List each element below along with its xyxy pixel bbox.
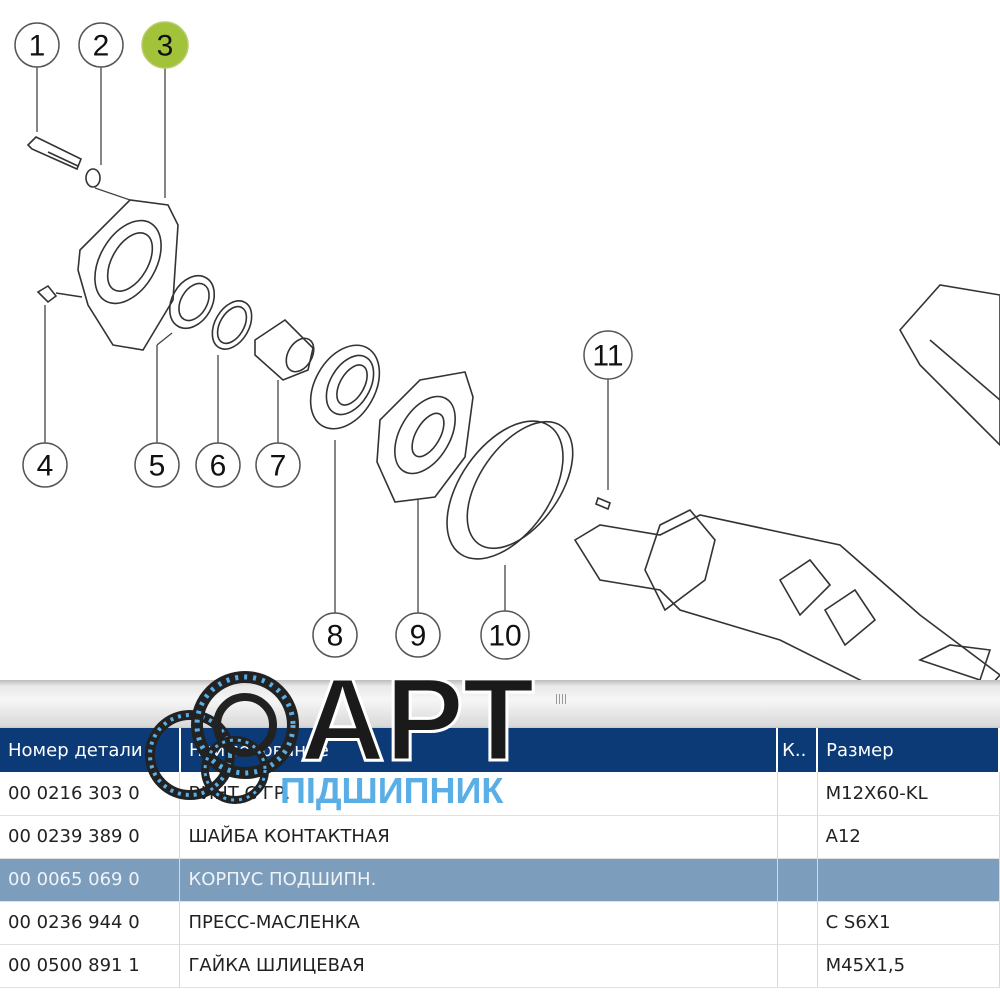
parts-table: Номер детали Наименование К.. Размер 00 … xyxy=(0,728,1000,988)
part-bearing-housing xyxy=(77,199,179,351)
callout-2[interactable]: 2 xyxy=(78,22,124,68)
part-shaft-assembly xyxy=(573,509,1000,680)
callout-11[interactable]: 11 xyxy=(583,330,633,380)
cell-name: ПРЕСС-МАСЛЕНКА xyxy=(179,901,778,945)
cell-size: A12 xyxy=(817,815,1000,859)
part-washer xyxy=(85,168,101,188)
callout-6[interactable]: 6 xyxy=(195,442,241,488)
cell-name: КОРПУС ПОДШИПН. xyxy=(179,858,778,902)
table-row[interactable]: 00 0216 303 0 ВИНТ С ГР. M12X60-KL xyxy=(0,772,1000,816)
table-row[interactable]: 00 0500 891 1 ГАЙКА ШЛИЦЕВАЯ M45X1,5 xyxy=(0,944,1000,988)
part-grease-nipple xyxy=(36,284,83,304)
callout-8[interactable]: 8 xyxy=(312,612,358,658)
callout-4[interactable]: 4 xyxy=(22,442,68,488)
column-header-size[interactable]: Размер xyxy=(817,728,1000,772)
cell-name: ШАЙБА КОНТАКТНАЯ xyxy=(179,815,778,859)
callout-label: 1 xyxy=(29,30,46,63)
cell-size: M45X1,5 xyxy=(817,944,1000,988)
splitter-grip-icon[interactable] xyxy=(556,694,566,704)
cell-part-number: 00 0239 389 0 xyxy=(0,815,181,859)
cell-quantity xyxy=(777,901,818,945)
cell-size: C S6X1 xyxy=(817,901,1000,945)
callout-9[interactable]: 9 xyxy=(395,612,441,658)
cell-part-number: 00 0236 944 0 xyxy=(0,901,181,945)
callout-label: 11 xyxy=(592,340,623,373)
cell-size xyxy=(817,858,1000,902)
table-row[interactable]: 00 0239 389 0 ШАЙБА КОНТАКТНАЯ A12 xyxy=(0,815,1000,859)
callout-10[interactable]: 10 xyxy=(480,610,530,660)
callout-label: 4 xyxy=(37,450,54,483)
callout-label: 6 xyxy=(210,450,227,483)
cell-name: ГАЙКА ШЛИЦЕВАЯ xyxy=(179,944,778,988)
callout-1[interactable]: 1 xyxy=(14,22,60,68)
cell-quantity xyxy=(777,858,818,902)
cell-part-number: 00 0065 069 0 xyxy=(0,858,181,902)
column-header-quantity[interactable]: К.. xyxy=(777,728,819,772)
part-ball-bearing xyxy=(309,344,381,430)
callout-label: 3 xyxy=(157,30,174,63)
part-ring xyxy=(211,300,253,350)
art-pidshypnyk-watermark-logo: АРТ ПІДШИПНИК xyxy=(145,665,536,811)
cell-quantity xyxy=(777,944,818,988)
cell-size: M12X60-KL xyxy=(817,772,1000,816)
cell-part-number: 00 0216 303 0 xyxy=(0,772,181,816)
callout-label: 5 xyxy=(149,450,166,483)
part-auger-blade xyxy=(899,284,1000,447)
callout-3-highlighted[interactable]: 3 xyxy=(141,21,189,69)
cell-quantity xyxy=(777,772,818,816)
exploded-parts-diagram: 1 2 3 4 5 6 7 8 9 10 11 xyxy=(14,21,1000,680)
callout-label: 2 xyxy=(93,30,110,63)
callout-5[interactable]: 5 xyxy=(134,442,180,488)
callout-label: 9 xyxy=(410,620,427,653)
callout-label: 7 xyxy=(270,450,287,483)
part-collar xyxy=(446,420,574,560)
callout-label: 8 xyxy=(327,620,344,653)
part-flange xyxy=(376,371,474,503)
callout-label: 10 xyxy=(488,620,521,653)
cell-name: ВИНТ С ГР. xyxy=(179,772,778,816)
callout-7[interactable]: 7 xyxy=(255,442,301,488)
part-key xyxy=(595,496,611,511)
cell-part-number: 00 0500 891 1 xyxy=(0,944,181,988)
part-bolt xyxy=(26,136,83,171)
part-sleeve xyxy=(254,318,315,381)
table-row-selected[interactable]: 00 0065 069 0 КОРПУС ПОДШИПН. xyxy=(0,858,1000,902)
table-row[interactable]: 00 0236 944 0 ПРЕСС-МАСЛЕНКА C S6X1 xyxy=(0,901,1000,945)
part-seal xyxy=(168,274,216,330)
bearing-rings-icon xyxy=(145,671,299,804)
cell-quantity xyxy=(777,815,818,859)
logo-title: АРТ xyxy=(300,665,534,786)
logo-subtitle: ПІДШИПНИК xyxy=(280,770,504,811)
leader-lines xyxy=(36,67,609,613)
